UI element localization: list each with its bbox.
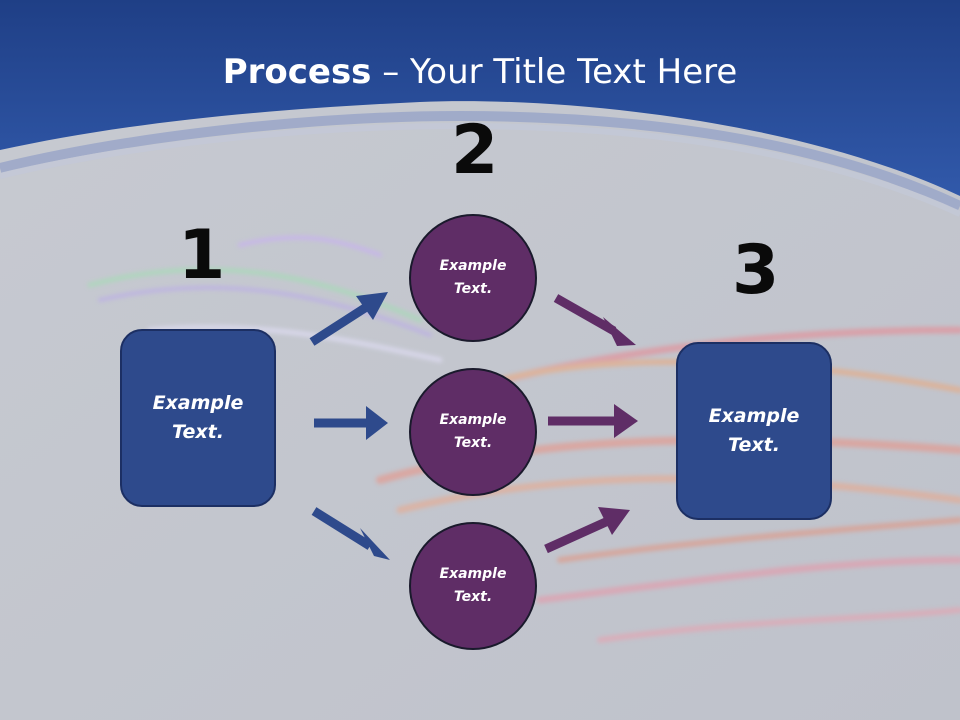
circle-middle-text: Example Text. [439, 412, 507, 451]
arrow-to-middle-circle [314, 406, 388, 440]
title-rest: – Your Title Text Here [371, 52, 738, 92]
step-number-1: 1 [178, 216, 226, 295]
step-number-2: 2 [451, 111, 499, 190]
slide-title: Process – Your Title Text Here [0, 52, 960, 92]
arrow-to-bottom-circle [311, 507, 390, 560]
step-2-circle-middle: Example Text. [409, 368, 537, 496]
circle-bottom-text: Example Text. [439, 566, 507, 605]
step-1-box-text: Example Text. [152, 392, 244, 443]
arrow-from-top-circle [553, 294, 636, 346]
step-1-box: Example Text. [120, 329, 276, 507]
step-number-3: 3 [732, 231, 780, 310]
step-3-box-text: Example Text. [708, 405, 800, 456]
step-3-box: Example Text. [676, 342, 832, 520]
circle-top-text: Example Text. [439, 258, 507, 297]
arrow-to-top-circle [309, 292, 388, 346]
step-2-circle-top: Example Text. [409, 214, 537, 342]
step-2-circle-bottom: Example Text. [409, 522, 537, 650]
title-bold: Process [222, 52, 372, 92]
arrow-from-bottom-circle [544, 507, 630, 554]
arrow-from-middle-circle [548, 404, 638, 438]
